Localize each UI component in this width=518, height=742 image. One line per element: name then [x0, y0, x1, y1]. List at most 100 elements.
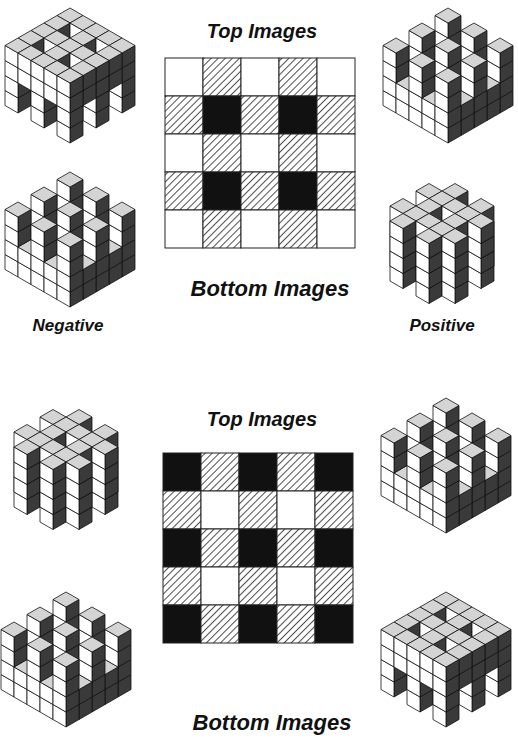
block-face — [461, 23, 487, 38]
block-figure — [390, 184, 494, 304]
block-figure — [14, 410, 118, 530]
grid-cell — [317, 58, 355, 96]
grid-cell — [279, 134, 317, 172]
block-face — [57, 172, 83, 187]
block-face — [31, 217, 57, 232]
block-face — [459, 413, 485, 428]
grid-cell — [241, 210, 279, 248]
block-face — [433, 458, 459, 473]
block-figure — [381, 592, 511, 727]
block-face — [105, 622, 131, 637]
caption-label: Bottom Images — [191, 276, 350, 302]
grid-cell — [241, 172, 279, 210]
block-face — [83, 187, 109, 202]
grid-cell — [165, 172, 203, 210]
block-face — [487, 38, 513, 53]
grid-cell — [277, 567, 315, 605]
grid-cell — [165, 134, 203, 172]
block-face — [381, 428, 407, 443]
grid-cell — [277, 453, 315, 491]
grid-cell — [239, 567, 277, 605]
block-face — [57, 68, 83, 83]
grid-cell — [315, 453, 353, 491]
grid-cell — [201, 491, 239, 529]
grid-cell — [279, 58, 317, 96]
block-face — [53, 592, 79, 607]
block-face — [40, 455, 66, 470]
block-figure — [1, 592, 131, 727]
grid-cell — [279, 172, 317, 210]
block-figure — [383, 8, 513, 143]
grid-cell — [165, 58, 203, 96]
block-face — [390, 214, 416, 229]
grid-cell — [203, 96, 241, 134]
block-figure — [5, 8, 135, 143]
block-face — [53, 622, 79, 637]
block-face — [468, 214, 494, 229]
block-face — [442, 229, 468, 244]
block-face — [435, 68, 461, 83]
block-face — [433, 428, 459, 443]
grid-cell — [239, 605, 277, 643]
grid-cell — [203, 210, 241, 248]
grid-cell — [201, 605, 239, 643]
grid-cell — [315, 529, 353, 567]
grid-cell — [203, 172, 241, 210]
block-face — [435, 8, 461, 23]
block-figure — [5, 172, 135, 307]
block-face — [409, 53, 435, 68]
block-face — [407, 443, 433, 458]
grid-cell — [165, 96, 203, 134]
block-face — [57, 232, 83, 247]
block-figure — [381, 398, 511, 533]
block-face — [459, 443, 485, 458]
block-face — [66, 455, 92, 470]
grid-cell — [317, 96, 355, 134]
block-face — [79, 637, 105, 652]
block-face — [407, 413, 433, 428]
caption-label: Bottom Images — [193, 710, 352, 736]
grid-cell — [315, 605, 353, 643]
block-face — [435, 38, 461, 53]
grid-cell — [279, 96, 317, 134]
grid-cell — [279, 210, 317, 248]
grid-cell — [163, 453, 201, 491]
block-face — [433, 398, 459, 413]
grid-cell — [163, 605, 201, 643]
grid-cell — [317, 134, 355, 172]
block-face — [433, 652, 459, 667]
grid-cell — [239, 491, 277, 529]
grid-cell — [241, 134, 279, 172]
block-face — [27, 637, 53, 652]
block-face — [409, 23, 435, 38]
grid-cell — [203, 58, 241, 96]
block-face — [31, 187, 57, 202]
block-face — [461, 53, 487, 68]
block-face — [27, 607, 53, 622]
caption-label: Negative — [33, 316, 104, 336]
checkerboard — [163, 453, 353, 643]
block-face — [57, 202, 83, 217]
grid-cell — [201, 453, 239, 491]
grid-cell — [277, 605, 315, 643]
grid-cell — [203, 134, 241, 172]
block-face — [83, 217, 109, 232]
caption-label: Positive — [409, 316, 474, 336]
checkerboard — [165, 58, 355, 248]
grid-cell — [277, 491, 315, 529]
block-face — [92, 440, 118, 455]
block-face — [383, 38, 409, 53]
grid-cell — [315, 491, 353, 529]
grid-cell — [165, 210, 203, 248]
grid-cell — [317, 210, 355, 248]
block-face — [485, 428, 511, 443]
grid-cell — [163, 529, 201, 567]
block-face — [53, 652, 79, 667]
block-face — [109, 202, 135, 217]
block-face — [1, 622, 27, 637]
grid-cell — [241, 96, 279, 134]
grid-cell — [201, 529, 239, 567]
block-face — [14, 440, 40, 455]
block-face — [79, 607, 105, 622]
